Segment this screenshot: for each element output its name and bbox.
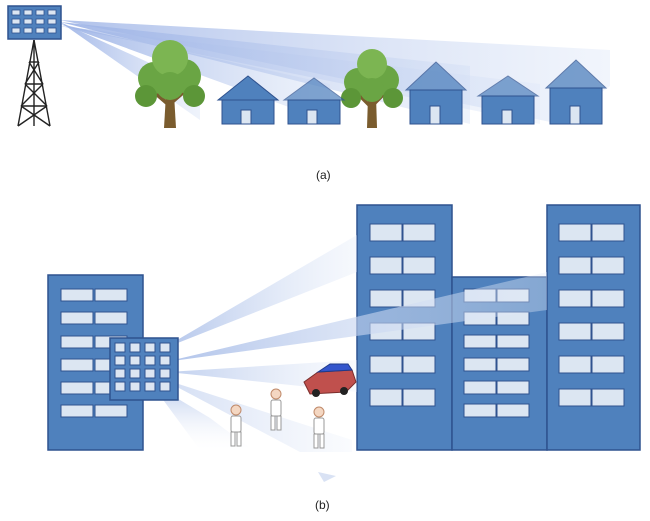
cell-tower-icon xyxy=(17,39,51,127)
beam-b-1 xyxy=(160,235,357,350)
house-icon xyxy=(544,59,608,125)
beam-b-2 xyxy=(165,272,547,362)
caption-a: (a) xyxy=(316,168,331,182)
caption-b: (b) xyxy=(315,498,330,512)
scene-a xyxy=(7,5,610,128)
antenna-array-icon xyxy=(7,5,62,40)
person-icon xyxy=(230,404,242,447)
person-icon xyxy=(313,406,325,449)
building-tall-right xyxy=(546,204,641,451)
antenna-array-icon xyxy=(109,337,179,401)
scene-b xyxy=(47,204,641,482)
beam-b-4 xyxy=(160,378,352,452)
house-icon xyxy=(476,75,540,125)
house-icon xyxy=(216,75,280,125)
house-icon xyxy=(404,61,468,125)
beam-b-6 xyxy=(318,472,336,482)
tree-icon xyxy=(341,49,403,128)
car-icon xyxy=(303,363,357,397)
person-icon xyxy=(270,388,282,431)
tree-icon xyxy=(135,40,205,128)
house-icon xyxy=(282,77,346,125)
